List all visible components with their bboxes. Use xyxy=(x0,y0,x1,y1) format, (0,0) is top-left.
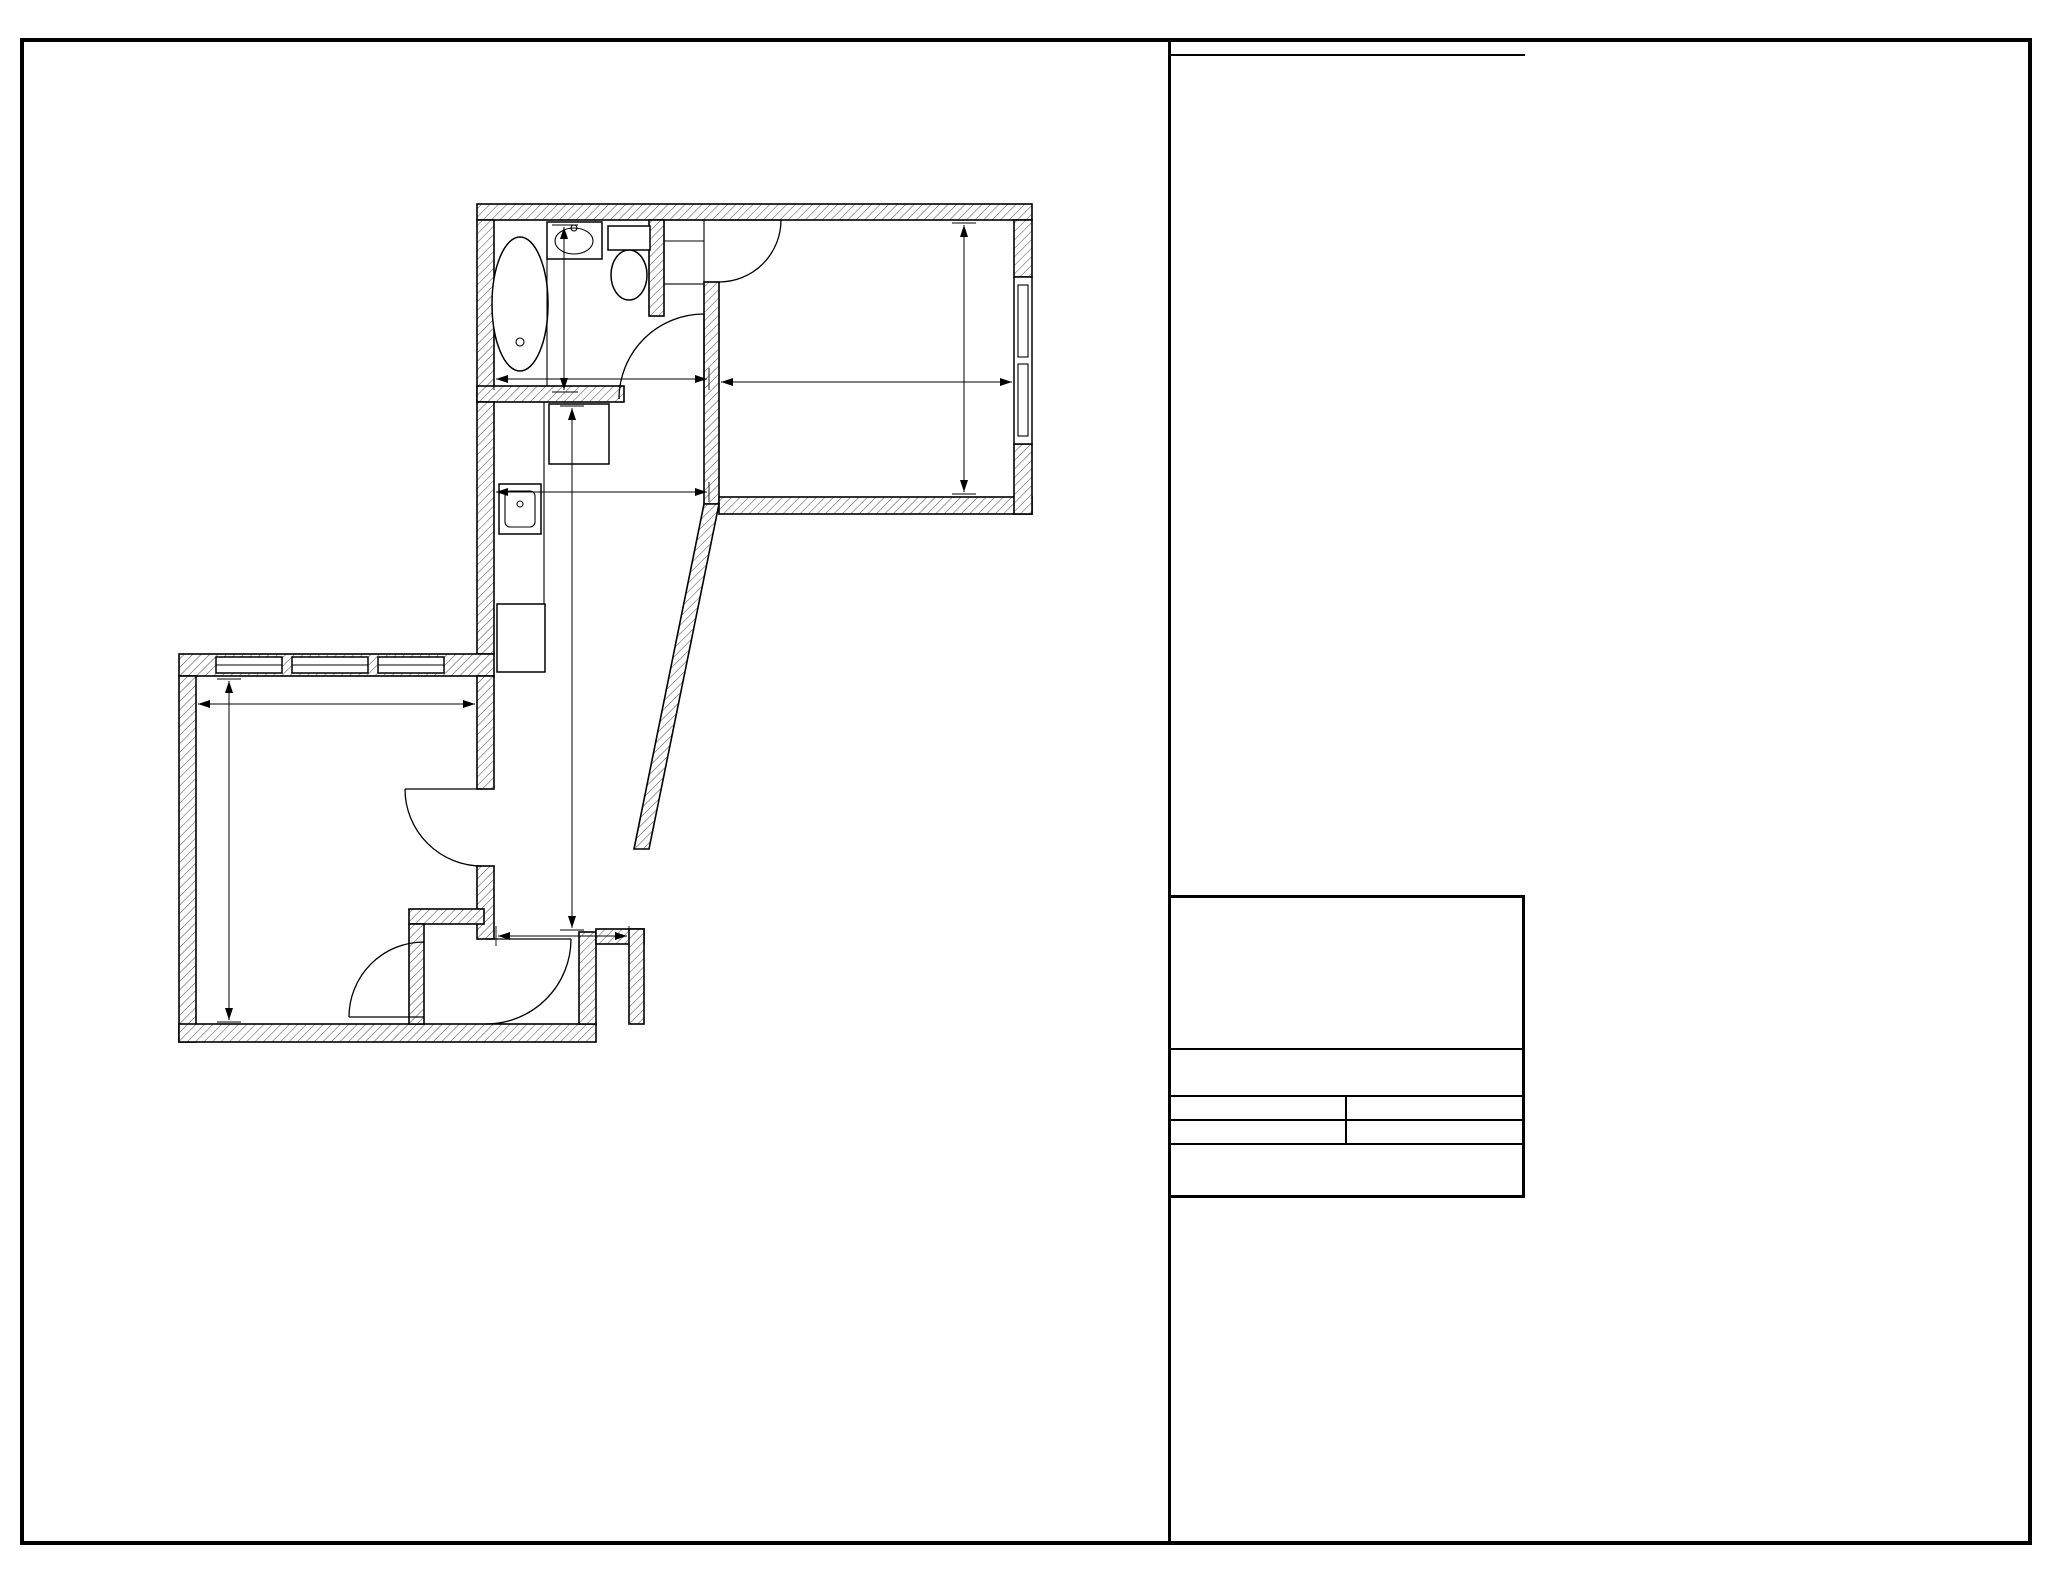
wall-bath-south xyxy=(476,385,625,403)
wall-bedroom-south xyxy=(718,496,1033,515)
dimension-entry-width xyxy=(495,926,630,946)
title-block xyxy=(1171,895,1525,1198)
scale-cell xyxy=(1171,1121,1347,1143)
wall-entry-step-v xyxy=(628,928,645,1025)
wall-bath-east xyxy=(648,219,665,317)
wall-bedroom-west xyxy=(703,281,720,505)
closet-door xyxy=(348,941,425,1018)
dimension-kitchen-bottom xyxy=(493,482,710,502)
bathtub xyxy=(491,236,549,372)
wall-diagonal xyxy=(633,503,720,850)
project-title xyxy=(1171,1050,1522,1097)
dimension-bedroom-width xyxy=(718,371,1015,393)
dimension-bath-height xyxy=(552,224,578,393)
oven xyxy=(548,403,610,465)
dimension-corridor-length xyxy=(560,405,584,931)
living-room-windows xyxy=(215,656,445,674)
wall-closet-north xyxy=(408,908,485,925)
title-panel xyxy=(1168,42,2028,1541)
living-room-door xyxy=(404,788,483,867)
wall-south xyxy=(178,1023,597,1043)
floor-level-cell xyxy=(1346,1097,1522,1121)
wall-living-west xyxy=(178,675,197,1043)
dimension-kitchen-top xyxy=(493,368,710,390)
info-table xyxy=(1171,1097,1522,1145)
wall-entry-east xyxy=(578,931,597,1025)
unit-cell xyxy=(1347,1121,1523,1143)
wall-top xyxy=(476,203,1033,221)
wall-living-east-upper xyxy=(476,675,495,790)
wall-living-east-lower xyxy=(476,865,495,940)
date-cell xyxy=(1171,1097,1347,1121)
bathroom-door xyxy=(618,313,705,400)
floor-plan xyxy=(178,203,1033,1043)
wall-kitchen-west xyxy=(476,401,495,655)
general-notes-list xyxy=(1171,56,1525,117)
plan-area xyxy=(24,42,1168,1541)
refrigerator xyxy=(496,603,546,673)
bedroom-window xyxy=(1013,276,1033,445)
wall-closet-west xyxy=(408,923,425,1025)
dimension-living-depth xyxy=(217,678,241,1023)
drawing-frame xyxy=(20,38,2032,1545)
entry-door xyxy=(485,938,572,1025)
bath-sink xyxy=(546,221,603,386)
note-5-subnotes xyxy=(1187,116,1525,117)
general-notes-header xyxy=(1171,42,1525,56)
sheet-title xyxy=(1171,1145,1522,1195)
dimension-living-width xyxy=(195,693,478,715)
note-3-subnotes xyxy=(1187,91,1525,93)
toilet xyxy=(607,225,651,301)
dimension-bedroom-depth xyxy=(952,222,976,495)
walls xyxy=(178,203,1033,1043)
company-block xyxy=(1171,898,1522,1050)
bedroom-door xyxy=(718,219,782,283)
wall-bedroom-east-upper xyxy=(1013,219,1033,278)
wall-bedroom-east-lower xyxy=(1013,443,1033,515)
entry-closet xyxy=(663,219,705,285)
